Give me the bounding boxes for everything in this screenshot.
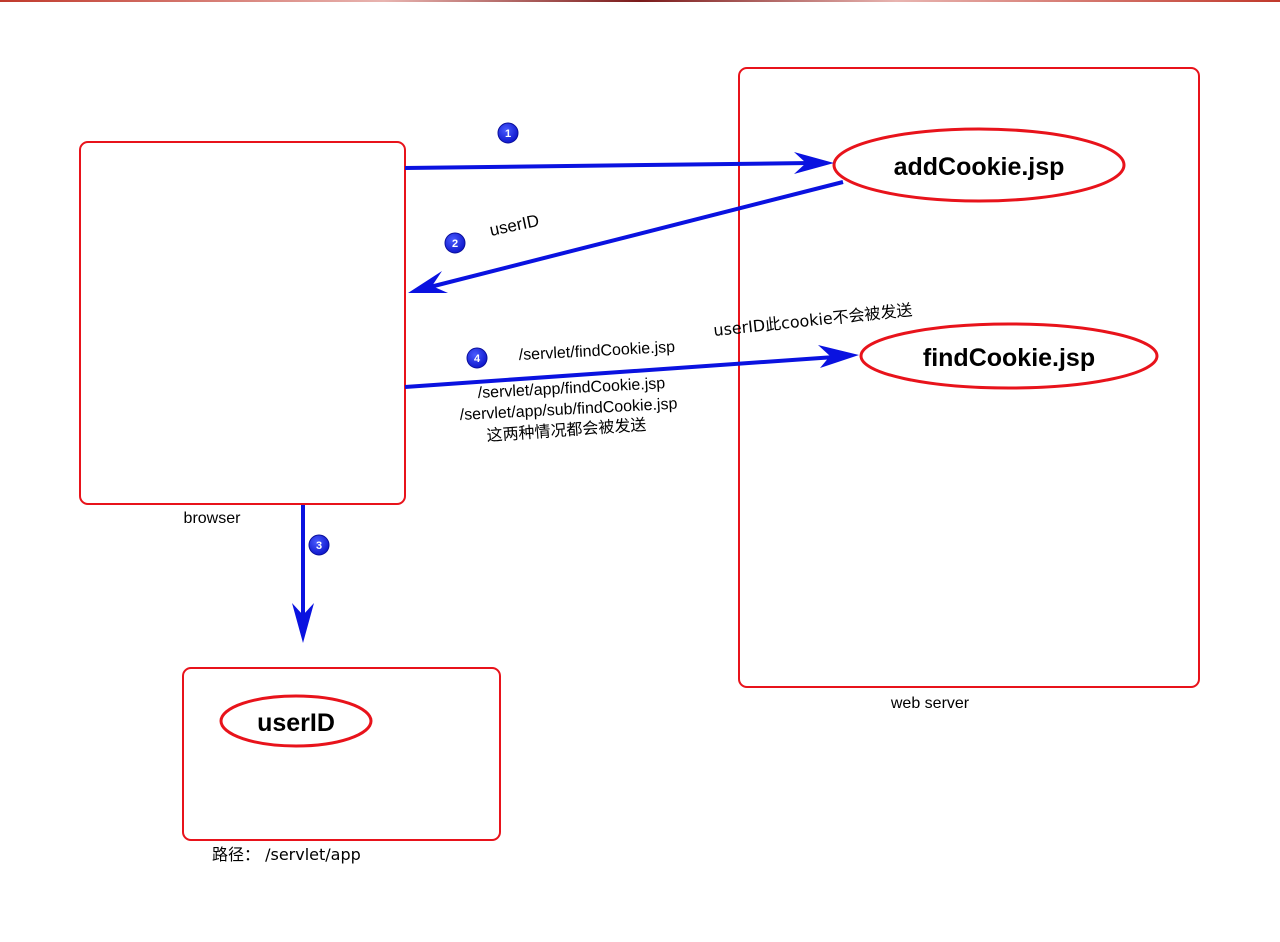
arrow-step-4	[404, 345, 859, 389]
cookie-node	[219, 694, 373, 748]
find-cookie-label: findCookie.jsp	[923, 344, 1095, 372]
cookie-node-label: userID	[257, 709, 335, 737]
step-badge-1: 1	[497, 122, 519, 144]
arrow-step-3	[292, 505, 314, 643]
find-cookie-node	[859, 322, 1159, 390]
svg-text:2: 2	[452, 238, 458, 250]
step-2-label: userID	[488, 211, 541, 240]
step-badge-2: 2	[444, 232, 466, 254]
arrow-step-1	[404, 152, 834, 174]
svg-text:4: 4	[474, 353, 481, 365]
svg-text:1: 1	[505, 128, 511, 140]
svg-text:3: 3	[316, 540, 322, 552]
browser-box	[79, 141, 406, 505]
not-sent-path: /servlet/findCookie.jsp	[518, 339, 675, 364]
step-badge-3: 3	[308, 534, 330, 556]
add-cookie-node	[832, 127, 1126, 203]
cookie-path-caption: 路径： /servlet/app	[212, 845, 361, 864]
browser-label: browser	[184, 510, 242, 527]
cookie-store-box	[182, 667, 501, 841]
add-cookie-label: addCookie.jsp	[894, 153, 1065, 181]
web-server-label: web server	[890, 695, 970, 712]
arrow-step-2	[408, 180, 844, 293]
step-badge-4: 4	[466, 347, 488, 369]
top-decoration-bar	[0, 0, 1280, 2]
